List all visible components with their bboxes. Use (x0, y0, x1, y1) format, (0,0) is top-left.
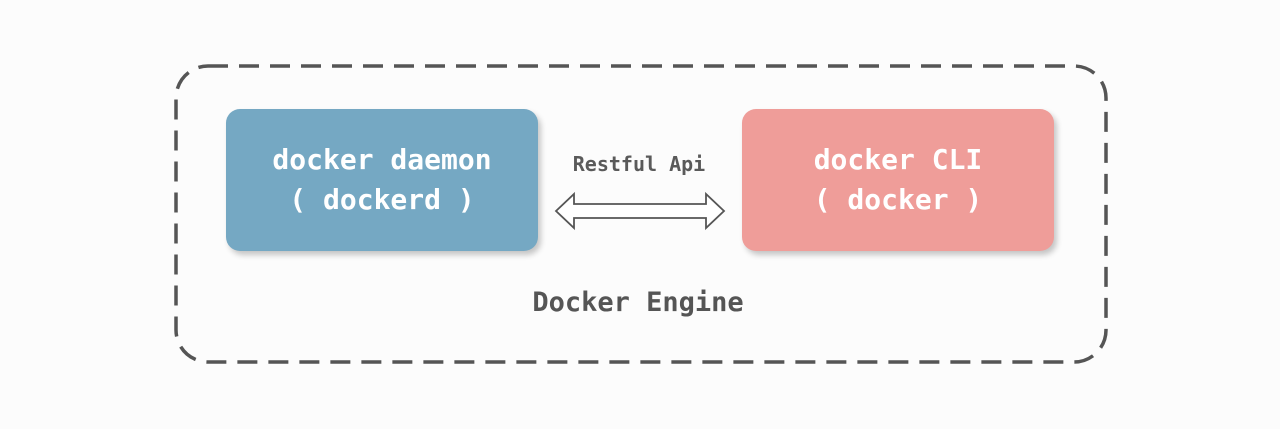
restful-api-label: Restful Api (572, 152, 706, 176)
double-arrow-icon (554, 191, 726, 231)
docker-daemon-title: docker daemon (272, 143, 492, 176)
docker-daemon-box: docker daemon ( dockerd ) (226, 109, 538, 251)
docker-daemon-subtitle: ( dockerd ) (289, 183, 475, 216)
docker-cli-box: docker CLI ( docker ) (742, 109, 1054, 251)
docker-engine-label: Docker Engine (532, 287, 744, 318)
docker-cli-title: docker CLI (813, 143, 983, 176)
docker-cli-subtitle: ( docker ) (813, 183, 983, 216)
